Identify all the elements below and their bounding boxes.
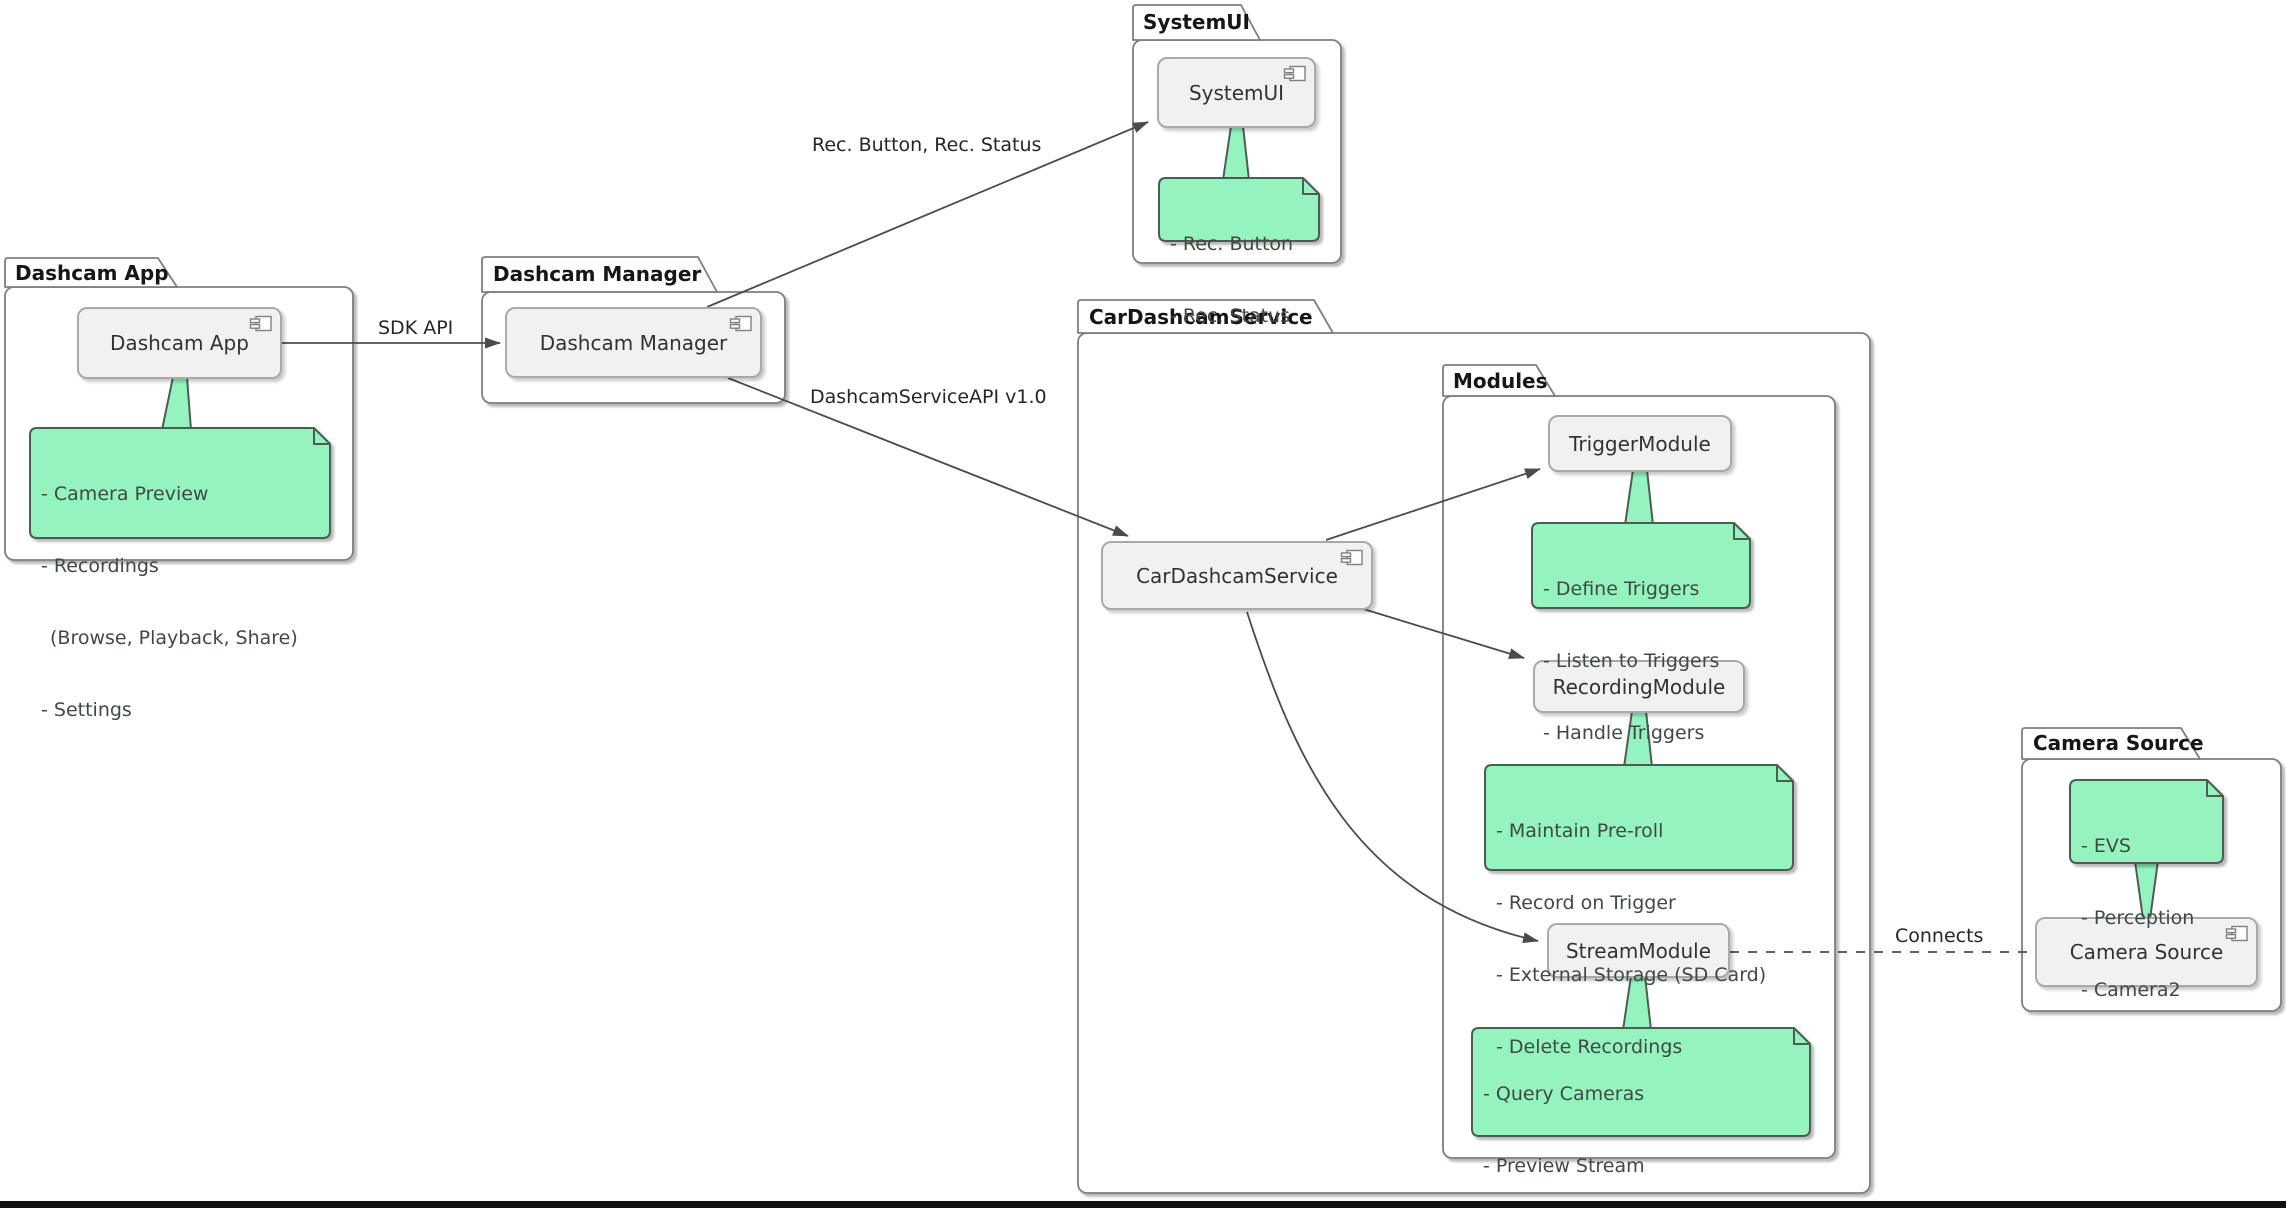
package-title-systemui: SystemUI <box>1143 10 1250 34</box>
note-line: - Maintain Pre-roll <box>1496 820 1664 842</box>
package-tab-car-dashcam-service <box>1077 299 1334 334</box>
component-label: RecordingModule <box>1552 674 1726 699</box>
note-line: - Record on Trigger <box>1496 892 1676 914</box>
note-text-camera-source: - EVS - Perception - Camera2 <box>2081 786 2194 1050</box>
component-stream-module: StreamModule <box>1547 923 1730 978</box>
package-tab-modules <box>1442 364 1556 397</box>
component-dashcam-app: Dashcam App <box>77 307 282 379</box>
note-recording-module <box>1484 764 1794 871</box>
note-line: - Delete Recordings <box>1496 1036 1683 1058</box>
note-line: - External Storage (SD Card) <box>1496 964 1767 986</box>
note-dashcam-app <box>29 427 331 539</box>
component-icon <box>1283 65 1307 83</box>
note-text-dashcam-app: - Camera Preview - Recordings (Browse, P… <box>41 434 298 770</box>
component-icon <box>249 315 273 333</box>
edge-label-rec-controls: Rec. Button, Rec. Status <box>812 134 1042 156</box>
note-camera-source <box>2069 779 2224 864</box>
note-line: - Camera Preview <box>41 483 209 505</box>
package-tab-systemui <box>1132 4 1261 41</box>
edge-label-connects: Connects <box>1895 925 1984 947</box>
package-tab-camera-source <box>2021 727 2201 760</box>
edge-to-recording-module <box>1359 607 1525 659</box>
note-line: - Recordings <box>41 555 159 577</box>
component-icon <box>1340 549 1364 567</box>
edge-label-sdk-api: SDK API <box>378 317 454 339</box>
note-trigger-module <box>1531 522 1751 609</box>
component-trigger-module: TriggerModule <box>1548 415 1732 472</box>
component-recording-module: RecordingModule <box>1533 660 1745 713</box>
note-fold-camera-source <box>2206 780 2223 797</box>
note-text-systemui: - Rec. Button - Rec. Status <box>1170 184 1293 376</box>
note-line: - Listen to Triggers <box>1543 650 1720 672</box>
package-title-dashcam-manager: Dashcam Manager <box>493 262 702 286</box>
component-label: TriggerModule <box>1569 431 1711 456</box>
package-title-camera-source: Camera Source <box>2033 731 2204 755</box>
note-line: - Camera2 <box>2081 979 2181 1001</box>
note-fold-systemui <box>1302 178 1319 195</box>
note-line: - Preview Stream <box>1483 1155 1645 1177</box>
note-line: - Settings <box>41 699 132 721</box>
component-icon <box>2225 925 2249 943</box>
note-text-trigger-module: - Define Triggers - Listen to Triggers -… <box>1543 529 1719 793</box>
component-label: CarDashcamService <box>1136 563 1338 588</box>
component-car-dashcam-service: CarDashcamService <box>1101 541 1373 610</box>
note-line: - Rec. Button <box>1170 233 1294 255</box>
note-line: - EVS <box>2081 835 2131 857</box>
note-text-recording-module: - Maintain Pre-roll - Record on Trigger … <box>1496 771 1766 1107</box>
note-line: - Rec. Status <box>1170 305 1291 327</box>
package-title-dashcam-app: Dashcam App <box>15 261 169 285</box>
edge-to-trigger-module <box>1325 468 1541 541</box>
component-label: StreamModule <box>1565 938 1712 963</box>
note-fold-trigger-module <box>1733 523 1750 540</box>
note-line: - Query Cameras <box>1483 1083 1645 1105</box>
note-text-stream-module: - Query Cameras - Preview Stream - Snaps… <box>1483 1034 1787 1208</box>
component-label: SystemUI <box>1188 80 1285 105</box>
package-title-car-dashcam-service: CarDashcamService <box>1089 305 1313 329</box>
edge-label-service-api: DashcamServiceAPI v1.0 <box>810 386 1047 408</box>
edge-to-stream-module <box>1246 611 1539 944</box>
component-camera-source: Camera Source <box>2035 917 2258 987</box>
component-systemui: SystemUI <box>1157 57 1316 128</box>
note-line: - Perception <box>2081 907 2195 929</box>
note-fold-recording-module <box>1776 765 1793 782</box>
note-line: - Define Triggers <box>1543 578 1700 600</box>
note-fold-stream-module <box>1793 1028 1810 1045</box>
component-dashcam-manager: Dashcam Manager <box>505 307 762 378</box>
component-label: Camera Source <box>2069 940 2224 964</box>
package-tab-dashcam-manager <box>481 256 718 293</box>
note-line: - Handle Triggers <box>1543 722 1705 744</box>
note-fold-dashcam-app <box>313 428 330 445</box>
note-line: (Browse, Playback, Share) <box>50 627 298 649</box>
component-icon <box>729 315 753 333</box>
component-label: Dashcam Manager <box>539 330 728 355</box>
package-title-modules: Modules <box>1453 369 1548 393</box>
bottom-window-edge <box>0 1201 2286 1208</box>
note-systemui <box>1158 177 1320 242</box>
note-stream-module <box>1471 1027 1811 1137</box>
package-tab-dashcam-app <box>4 257 178 288</box>
edge-rec-controls <box>706 121 1149 308</box>
edge-service-api <box>727 377 1129 537</box>
component-label: Dashcam App <box>110 331 249 355</box>
